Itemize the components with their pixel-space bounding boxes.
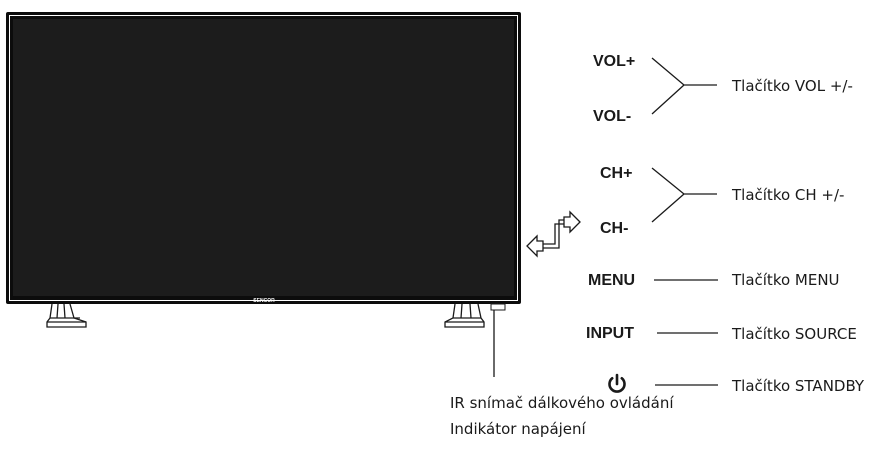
ir-label: IR snímač dálkového ovládání Indikátor n… (450, 394, 674, 438)
tv-brand-logo: SENCOR (253, 298, 275, 304)
standby-description: Tlačítko STANDBY (731, 377, 865, 395)
standby-group: Tlačítko STANDBY (608, 373, 865, 395)
ir-sensor-label: IR snímač dálkového ovládání (450, 394, 674, 412)
vol-description: Tlačítko VOL +/- (731, 77, 853, 95)
menu-group: MENU Tlačítko MENU (588, 271, 840, 289)
vol-plus-button[interactable]: VOL+ (593, 53, 635, 70)
ch-bracket (651, 167, 717, 223)
vol-group: VOL+ VOL- Tlačítko VOL +/- (593, 53, 853, 125)
source-description: Tlačítko SOURCE (731, 325, 857, 343)
side-panel-arrow-icon (526, 210, 581, 258)
menu-button[interactable]: MENU (588, 272, 635, 289)
menu-description: Tlačítko MENU (731, 271, 840, 289)
power-indicator-label: Indikátor napájení (450, 420, 587, 438)
vol-bracket (651, 57, 717, 115)
ch-plus-button[interactable]: CH+ (600, 165, 632, 182)
tv-bezel-line (9, 15, 518, 301)
ch-description: Tlačítko CH +/- (731, 186, 844, 204)
ir-sensor (490, 303, 506, 311)
tv-set: SENCOR (6, 12, 521, 311)
tv-screen (13, 19, 514, 296)
power-icon[interactable] (608, 373, 626, 393)
tv-stand-left (46, 303, 87, 328)
vol-minus-button[interactable]: VOL- (593, 108, 631, 125)
ch-minus-button[interactable]: CH- (600, 220, 628, 237)
ch-group: CH+ CH- Tlačítko CH +/- (600, 165, 844, 237)
input-group: INPUT Tlačítko SOURCE (586, 325, 857, 343)
input-button[interactable]: INPUT (586, 325, 634, 342)
tv-stand-right (444, 303, 485, 328)
